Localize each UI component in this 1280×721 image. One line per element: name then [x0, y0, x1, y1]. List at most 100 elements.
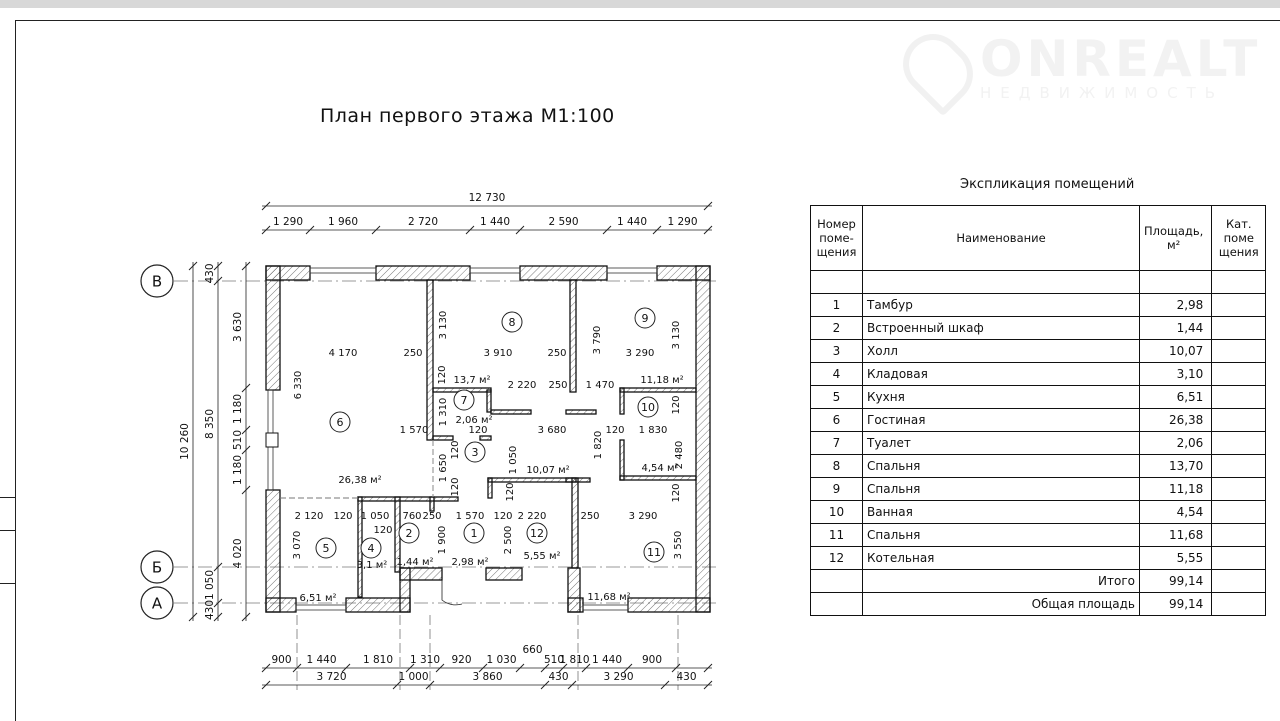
dimension-label: 3 910	[484, 348, 513, 359]
dimension-label: 1 290	[667, 216, 697, 228]
dimension-tick	[465, 225, 475, 235]
explication-title: Экспликация помещений	[960, 177, 1135, 192]
grid-axes: ВБА	[140, 264, 720, 690]
room-marker	[398, 522, 420, 544]
dimension-tick	[515, 225, 525, 235]
wall	[565, 477, 591, 483]
top-bar	[0, 0, 1280, 8]
dimension-tick	[371, 225, 381, 235]
dimension-label: 3 720	[316, 671, 346, 683]
room-marker	[637, 396, 659, 418]
room-category	[1211, 293, 1267, 317]
dimension-label: 120	[671, 483, 682, 502]
wall	[619, 475, 697, 481]
wall	[265, 597, 297, 613]
room-area: 1,44	[1138, 316, 1213, 340]
dimension-label: 4,54 м²	[642, 463, 679, 474]
room-number: 12	[530, 527, 544, 540]
room-area: 11,68	[1138, 523, 1213, 547]
wall	[490, 409, 532, 415]
dimension-label: 120	[450, 477, 461, 496]
room-marker	[634, 307, 656, 329]
room-number: 11	[647, 546, 661, 559]
room-number: 10	[641, 401, 655, 414]
room-number: 8	[509, 316, 516, 329]
dimension-label: 920	[451, 654, 471, 666]
dimension-label: 250	[580, 511, 599, 522]
wall	[375, 265, 471, 281]
dimension-label: 430	[548, 671, 568, 683]
room-category	[1211, 316, 1267, 340]
dimension-label: 2 720	[408, 216, 438, 228]
dimension-tick	[540, 663, 550, 673]
dimension-label: 120	[493, 511, 512, 522]
dimension-label: 10,07 м²	[526, 465, 569, 476]
dimension-label: 2 480	[674, 441, 685, 470]
dimension-label: 1 310	[438, 398, 449, 427]
dimension-tick	[241, 612, 251, 622]
explication-table: Номер поме-щения Наименование Площадь, м…	[810, 205, 1267, 616]
axis-label: А	[152, 595, 163, 613]
dimension-label: 760	[402, 511, 421, 522]
dimension-label: 1 180	[232, 394, 244, 424]
dimension-label: 250	[548, 380, 567, 391]
room-number: 9	[810, 477, 863, 501]
room-category	[1211, 408, 1267, 432]
room-name: Ванная	[862, 500, 1140, 524]
room-name: Гостиная	[862, 408, 1140, 432]
dimension-tick	[435, 663, 445, 673]
room-name: Спальня	[862, 523, 1140, 547]
dimension-tick	[703, 663, 713, 673]
dimension-label: 1 900	[437, 526, 448, 555]
dimension-label: 120	[468, 425, 487, 436]
room-number: 7	[810, 431, 863, 455]
room-marker	[526, 522, 548, 544]
room-name: Котельная	[862, 546, 1140, 570]
dimension-label: 1 050	[508, 446, 519, 475]
dimension-label: 3 790	[592, 326, 603, 355]
dimension-tick	[213, 276, 223, 286]
dimension-label: 1 820	[593, 431, 604, 460]
room-category	[1211, 431, 1267, 455]
room-area: 5,55	[1138, 546, 1213, 570]
dimension-label: 8 350	[204, 409, 216, 439]
wall	[487, 477, 577, 483]
room-name: Кладовая	[862, 362, 1140, 386]
room-marker	[453, 389, 475, 411]
dimension-tick	[623, 663, 633, 673]
axis-label: В	[152, 273, 162, 291]
dimension-tick	[478, 663, 488, 673]
room-area: 2,06	[1138, 431, 1213, 455]
frame-mark	[0, 583, 15, 584]
table-row: 5 Кухня 6,51	[810, 385, 1267, 409]
dimension-tick	[392, 680, 402, 690]
dimension-label: 6,51 м²	[300, 593, 337, 604]
dimension-label: 3 070	[292, 531, 303, 560]
room-name: Спальня	[862, 477, 1140, 501]
room-category	[1211, 339, 1267, 363]
dimension-label: 1 830	[639, 425, 668, 436]
room-category	[1211, 546, 1267, 570]
dimension-tick	[213, 562, 223, 572]
dimension-label: 120	[333, 511, 352, 522]
dimension-label: 1 180	[232, 455, 244, 485]
room-name: Встроенный шкаф	[862, 316, 1140, 340]
dimension-label: 1 570	[400, 425, 429, 436]
wall	[432, 435, 454, 441]
dimension-tick	[241, 383, 251, 393]
overall-row-label: Общая площадь	[862, 592, 1140, 616]
dimension-label: 1 440	[480, 216, 510, 228]
dimension-label: 1 310	[410, 654, 440, 666]
room-area: 10,07	[1138, 339, 1213, 363]
axis-marker	[140, 550, 174, 584]
room-marker	[463, 522, 485, 544]
dimension-tick	[703, 680, 713, 690]
dimension-label: 1 440	[306, 654, 336, 666]
dimension-label: 3 290	[626, 348, 655, 359]
room-name: Холл	[862, 339, 1140, 363]
dimension-label: 3 130	[671, 321, 682, 350]
axis-marker	[140, 586, 174, 620]
dimension-label: 430	[204, 263, 216, 283]
dimension-tick	[213, 261, 223, 271]
dimension-tick	[261, 201, 271, 211]
